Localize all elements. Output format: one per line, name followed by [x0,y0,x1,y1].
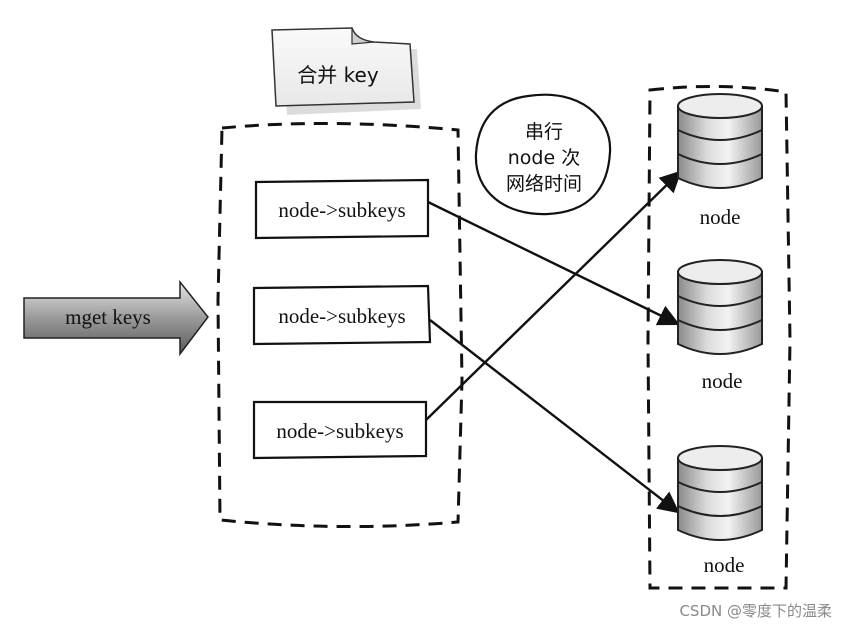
node-label: node [702,369,743,393]
key-group-label: node->subkeys [278,198,405,222]
node-column-container [646,84,792,590]
key-group-label: node->subkeys [278,304,405,328]
key-group-box: node->subkeys [252,400,428,460]
node-server-icon [677,259,763,355]
mget-keys-arrow: mget keys [23,279,209,357]
node-server-icon [677,445,763,541]
serial-network-bubble: 串行 node 次 网络时间 [474,93,612,216]
merge-key-note: 合并 key [271,27,421,115]
node-label: node [700,205,741,229]
request-arrow [425,170,682,421]
bubble-line-3: 网络时间 [506,173,582,195]
key-group-box: node->subkeys [252,284,432,346]
request-arrow [429,319,680,514]
merge-key-label: 合并 key [297,63,379,87]
node-server-icon [677,93,763,189]
watermark: CSDN @零度下的温柔 [677,600,834,621]
key-group-box: node->subkeys [254,178,430,240]
bubble-line-1: 串行 [525,121,563,143]
request-arrow [427,200,680,326]
mget-keys-label: mget keys [65,305,151,329]
key-group-container [216,121,464,529]
key-group-label: node->subkeys [276,419,403,443]
bubble-line-2: node 次 [508,147,580,169]
node-label: node [704,553,745,577]
